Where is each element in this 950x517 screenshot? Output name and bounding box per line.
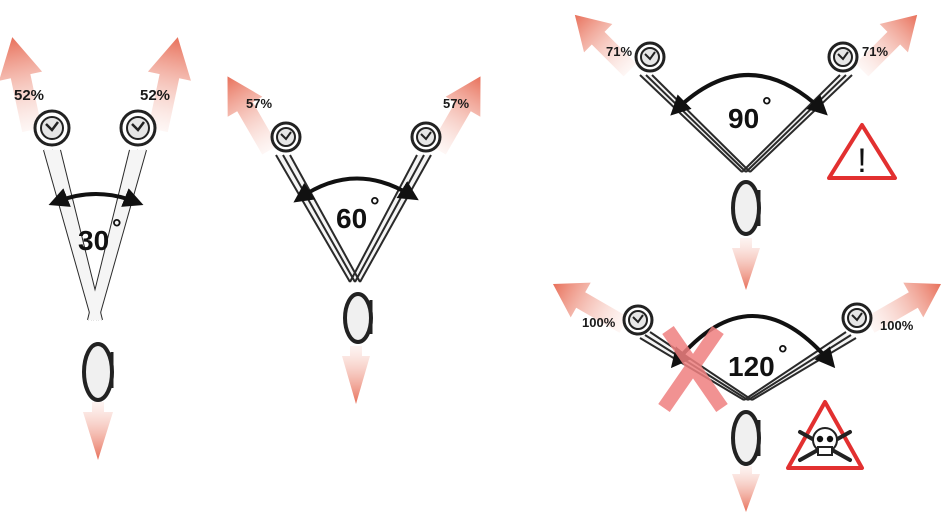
load-left: 57%: [246, 96, 272, 111]
load-left: 100%: [582, 315, 616, 330]
force-arrow-left: [0, 37, 43, 133]
load-arrow-down: [732, 238, 760, 290]
force-arrow-left: [227, 76, 278, 155]
load-arrow-down: [732, 466, 760, 512]
force-arrow-right: [430, 76, 481, 155]
carabiner-icon: [82, 342, 114, 402]
load-right: 71%: [862, 44, 888, 59]
degree-sign: °: [112, 215, 122, 242]
warning-triangle-icon: !: [827, 123, 897, 180]
anchor-bolt-icon-right: [827, 41, 859, 73]
force-arrow-right: [855, 14, 918, 77]
anchor-bolt-icon-left: [634, 41, 666, 73]
anchor-bolt-icon-right: [841, 302, 873, 334]
angle-arrow: [670, 314, 836, 369]
angle-value: 90: [728, 103, 759, 134]
angle-arrow: [48, 188, 144, 207]
anchor-bolt-icon-right: [410, 121, 442, 153]
sling-legs: [639, 74, 853, 173]
force-arrow-left: [574, 14, 637, 77]
force-arrow-right: [865, 282, 942, 333]
config-120-degrees: 120 ° 100% 100%: [552, 282, 942, 512]
config-60-degrees: 60 ° 57% 57%: [227, 76, 481, 404]
carabiner-icon: [343, 292, 373, 344]
degree-sign: °: [370, 193, 380, 220]
load-left: 52%: [14, 87, 44, 104]
force-arrow-right: [147, 37, 191, 133]
red-x-cross-icon: [658, 326, 728, 412]
load-right: 100%: [880, 318, 914, 333]
angle-arrow: [293, 176, 419, 203]
config-30-degrees: 30 ° 52% 52%: [0, 37, 191, 460]
angle-value: 60: [336, 203, 367, 234]
angle-arrow: [670, 73, 828, 116]
degree-sign: °: [778, 341, 788, 368]
anchor-bolt-icon-left: [622, 304, 654, 336]
load-arrow-down: [342, 346, 370, 404]
degree-sign: °: [762, 93, 772, 120]
anchor-bolt-icon-right: [119, 109, 157, 147]
load-arrow-down: [83, 402, 113, 460]
warning-symbol: !: [857, 142, 866, 180]
carabiner-icon: [731, 410, 761, 466]
skull-crossbones-icon: [786, 400, 864, 470]
anchor-bolt-icon-left: [33, 109, 71, 147]
force-arrow-left: [552, 282, 629, 333]
load-left: 71%: [606, 44, 632, 59]
load-right: 57%: [443, 96, 469, 111]
carabiner-icon: [731, 180, 761, 236]
config-90-degrees: 90 ° 71% 71% !: [574, 14, 918, 290]
load-right: 52%: [140, 87, 170, 104]
angle-value: 120: [728, 351, 775, 382]
anchor-bolt-icon-left: [270, 121, 302, 153]
angle-value: 30: [78, 225, 109, 256]
